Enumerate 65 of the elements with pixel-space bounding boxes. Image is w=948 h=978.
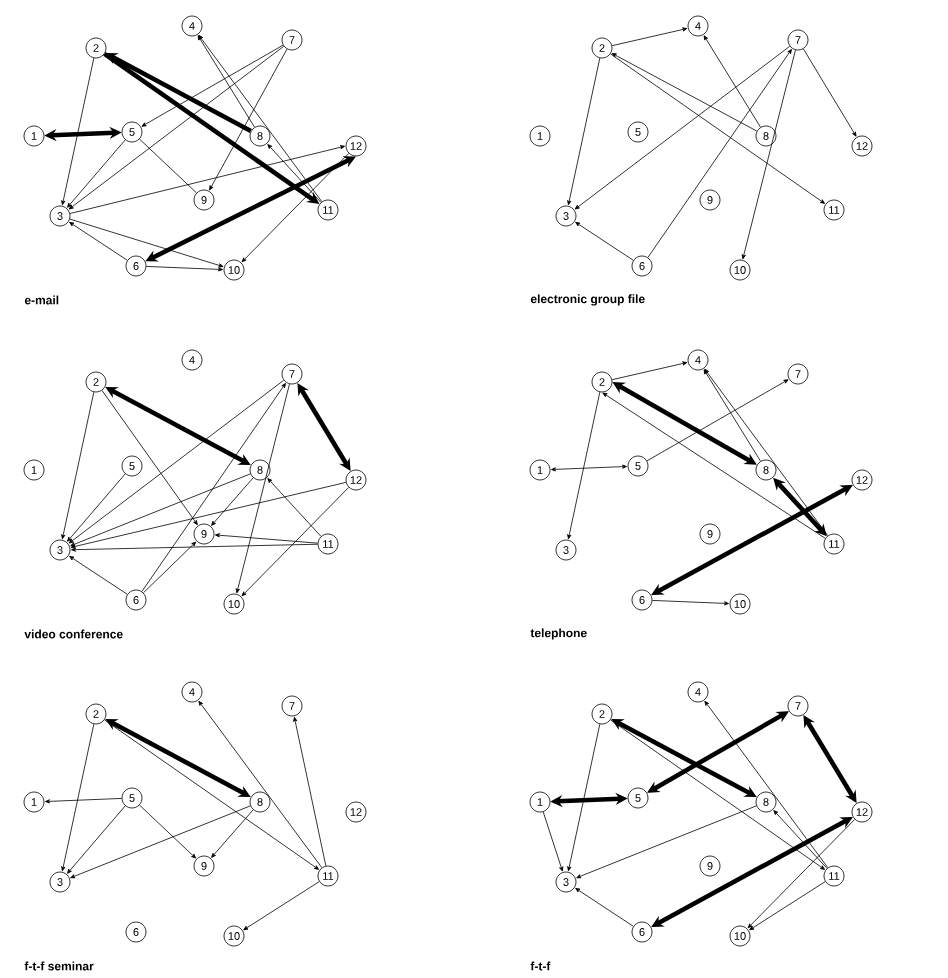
arrow [567, 57, 601, 206]
arrow [61, 391, 95, 540]
arrow [741, 49, 796, 260]
arrow [602, 392, 826, 539]
arrow [71, 543, 318, 552]
arrow [749, 881, 826, 931]
arrow [69, 221, 128, 261]
arrow [747, 819, 856, 929]
arrow [45, 798, 122, 804]
arrow [574, 45, 791, 210]
arrow [611, 53, 758, 132]
arrow [67, 473, 126, 542]
arrow [209, 48, 288, 191]
arrow [241, 487, 350, 597]
arrow [241, 153, 350, 263]
arrow [68, 45, 285, 210]
arrow [243, 881, 320, 931]
arrow [567, 391, 601, 540]
arrow [267, 144, 322, 203]
arrow [67, 139, 126, 208]
arrow [198, 34, 323, 203]
arrow [704, 368, 829, 537]
arrow [610, 53, 825, 204]
arrow [67, 805, 126, 874]
arrow [215, 533, 319, 544]
arrow [542, 811, 564, 872]
arrow [235, 383, 290, 594]
arrow [704, 700, 829, 869]
arrow [141, 44, 284, 127]
arrow [773, 810, 828, 869]
arrow [551, 464, 627, 472]
arrow [61, 723, 95, 872]
arrow [146, 266, 223, 272]
arrow [703, 369, 761, 462]
arrow [143, 541, 197, 594]
arrow [610, 719, 825, 870]
arrow [70, 473, 251, 547]
arrow [703, 35, 761, 128]
arrow [293, 716, 327, 867]
arrow [101, 390, 198, 526]
arrow [141, 383, 286, 592]
arrow [61, 57, 95, 206]
arrow [69, 218, 224, 268]
arrow [576, 805, 757, 879]
arrow [104, 719, 319, 870]
arrow [267, 478, 322, 537]
arrow [611, 361, 688, 381]
arrow [197, 35, 255, 128]
arrow [139, 804, 197, 859]
arrow [647, 49, 792, 258]
arrow [575, 221, 634, 261]
arrow [70, 805, 251, 879]
arrow [198, 700, 323, 869]
arrow [69, 145, 345, 214]
arrow [211, 477, 254, 526]
arrow [575, 887, 634, 927]
arrow [646, 379, 789, 462]
arrow [803, 48, 857, 137]
arrow [68, 379, 285, 544]
arrow [69, 555, 128, 595]
arrow [652, 600, 729, 606]
arrow [70, 482, 347, 549]
arrow [611, 27, 688, 47]
arrow [567, 723, 601, 872]
arrow [211, 809, 254, 858]
